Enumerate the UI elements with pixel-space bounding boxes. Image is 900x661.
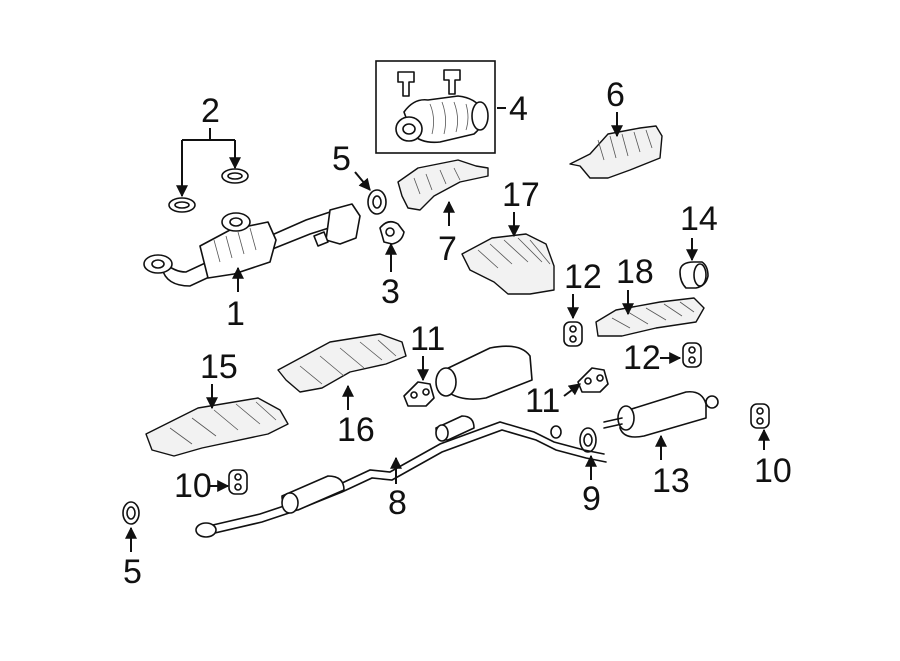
callout-18: 18 xyxy=(616,253,654,291)
heat-shield-7-part[interactable] xyxy=(397,159,489,211)
callout-10-left: 10 xyxy=(174,467,212,505)
callout-17: 17 xyxy=(502,176,540,214)
callout-11-left: 11 xyxy=(410,320,445,358)
callout-10-right: 10 xyxy=(754,452,792,490)
callout-16: 16 xyxy=(337,411,375,449)
callout-15: 15 xyxy=(200,348,238,386)
hanger-10-right-part[interactable] xyxy=(750,403,770,429)
gasket-5-upper-part[interactable] xyxy=(367,189,387,215)
callout-13: 13 xyxy=(652,462,690,500)
callout-7: 7 xyxy=(438,230,457,268)
leader-5-upper xyxy=(354,171,371,191)
muffler-part[interactable] xyxy=(603,390,719,438)
heat-shield-16-part[interactable] xyxy=(277,333,407,393)
hanger-12-lower-part[interactable] xyxy=(682,342,702,368)
callout-12-upper: 12 xyxy=(564,258,602,296)
gasket-9-part[interactable] xyxy=(579,427,597,453)
callout-3: 3 xyxy=(381,273,400,311)
callout-9: 9 xyxy=(582,480,601,518)
callout-2: 2 xyxy=(201,92,220,130)
clamp-part[interactable] xyxy=(379,220,405,245)
bracket-11-right-part[interactable] xyxy=(577,367,609,393)
callout-12-lower: 12 xyxy=(623,339,661,377)
converter-heat-shield-part[interactable] xyxy=(569,125,663,179)
callout-4: 4 xyxy=(509,90,528,128)
callout-8: 8 xyxy=(388,484,407,522)
front-pipe-part[interactable] xyxy=(143,203,361,287)
callout-5-upper: 5 xyxy=(332,140,351,178)
callout-14: 14 xyxy=(680,200,718,238)
leader-11-right xyxy=(563,383,581,397)
heat-shield-18-part[interactable] xyxy=(595,297,705,337)
callout-11-right: 11 xyxy=(525,382,560,420)
callout-5-lower: 5 xyxy=(123,553,142,591)
gasket-2-part[interactable] xyxy=(168,168,249,213)
callout-6: 6 xyxy=(606,76,625,114)
leader-2 xyxy=(181,128,236,196)
hanger-14-part[interactable] xyxy=(679,261,709,289)
hanger-12-upper-part[interactable] xyxy=(563,321,583,347)
bracket-11-left-part[interactable] xyxy=(403,381,435,407)
heat-shield-15-part[interactable] xyxy=(145,397,289,457)
converter-kit-part[interactable] xyxy=(375,60,496,154)
callout-1: 1 xyxy=(226,295,245,333)
gasket-5-lower-part[interactable] xyxy=(122,501,140,525)
heat-shield-17-part[interactable] xyxy=(461,233,555,295)
center-pipe-part[interactable] xyxy=(195,345,607,538)
leader-lines xyxy=(125,107,770,552)
hanger-10-left-part[interactable] xyxy=(228,469,248,495)
